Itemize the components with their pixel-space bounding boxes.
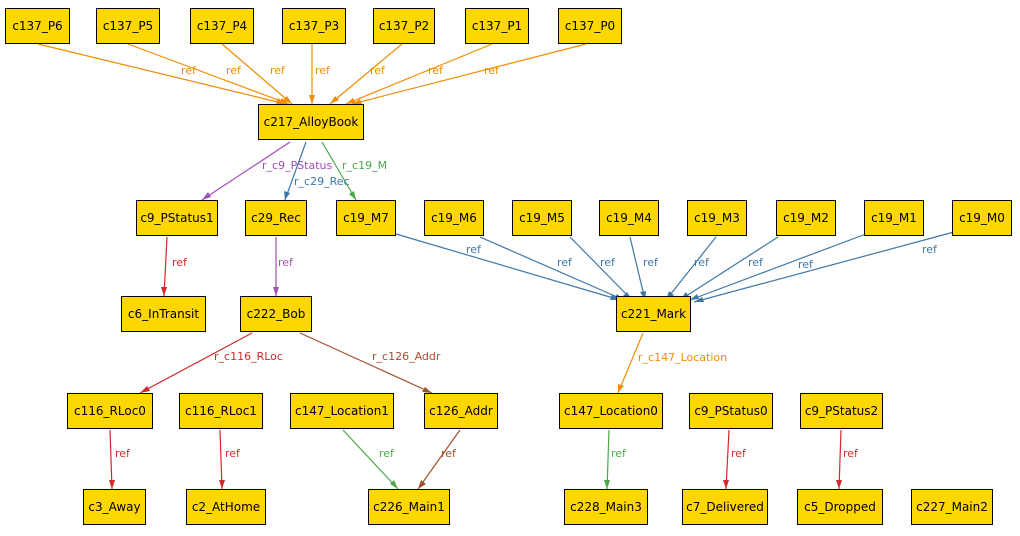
edge-label-ref: ref: [843, 447, 859, 460]
edge-label-ref: ref: [172, 256, 188, 269]
node-c19-m1[interactable]: c19_M1: [864, 200, 924, 236]
node-c137-p3[interactable]: c137_P3: [282, 8, 346, 44]
node-c116-rloc1[interactable]: c116_RLoc1: [179, 393, 263, 429]
edge-label-r-c126-addr: r_c126_Addr: [372, 350, 441, 363]
edge-rloc1-athome: ref: [219, 429, 241, 490]
node-c19-m6[interactable]: c19_M6: [424, 200, 484, 236]
node-c29-rec[interactable]: c29_Rec: [245, 200, 307, 236]
edge-label-ref: ref: [181, 64, 197, 77]
node-c221-mark[interactable]: c221_Mark: [616, 296, 691, 332]
edge-location0-main3: ref: [604, 429, 627, 490]
edge-label-ref: ref: [370, 64, 386, 77]
edge-label-ref: ref: [600, 256, 616, 269]
edge-location1-main1: ref: [342, 429, 399, 490]
node-c226-main1[interactable]: c226_Main1: [368, 489, 450, 525]
edge-pstatus0-delivered: ref: [723, 429, 747, 490]
node-c19-m4[interactable]: c19_M4: [599, 200, 659, 236]
edge-label-ref: ref: [278, 256, 294, 269]
node-c137-p4[interactable]: c137_P4: [190, 8, 254, 44]
node-c217-alloybook[interactable]: c217_AlloyBook: [258, 104, 364, 140]
edge-c137-p6: ref: [37, 43, 287, 105]
edge-c137-p2: ref: [329, 43, 403, 105]
edge-label-ref: ref: [694, 256, 710, 269]
edge-label-ref: ref: [225, 447, 241, 460]
node-c19-m3[interactable]: c19_M3: [687, 200, 747, 236]
edge-label-ref: ref: [441, 447, 457, 460]
edge-rec-bob: ref: [273, 237, 294, 296]
edge-bob-rloc0: r_c116_RLoc: [139, 332, 283, 394]
edge-label-ref: ref: [557, 256, 573, 269]
edge-label-ref: ref: [484, 64, 500, 77]
edge-c137-p1: ref: [345, 43, 493, 105]
node-c116-rloc0[interactable]: c116_RLoc0: [67, 393, 153, 429]
edge-label-ref: ref: [466, 243, 482, 256]
node-c9-pstatus2[interactable]: c9_PStatus2: [800, 393, 883, 429]
edge-c19-m7: ref: [395, 233, 621, 301]
edge-label-ref: ref: [611, 447, 627, 460]
node-c228-main3[interactable]: c228_Main3: [564, 489, 648, 525]
edge-bob-addr: r_c126_Addr: [299, 332, 441, 394]
node-c227-main2[interactable]: c227_Main2: [911, 489, 993, 525]
node-c19-m0[interactable]: c19_M0: [952, 200, 1012, 236]
node-c137-p0[interactable]: c137_P0: [558, 8, 622, 44]
node-c126-addr[interactable]: c126_Addr: [424, 393, 498, 429]
edge-label-ref: ref: [643, 256, 659, 269]
edge-label-ref: ref: [315, 64, 331, 77]
node-c137-p2[interactable]: c137_P2: [373, 8, 435, 44]
edge-m: r_c19_M: [321, 141, 387, 201]
edge-label-ref: ref: [226, 64, 242, 77]
node-c5-dropped[interactable]: c5_Dropped: [797, 489, 883, 525]
edge-label-r-c19-m: r_c19_M: [342, 159, 387, 172]
node-c137-p6[interactable]: c137_P6: [5, 8, 70, 44]
edge-c137-p0: ref: [351, 43, 587, 105]
edge-c137-p5: ref: [127, 43, 290, 105]
node-c19-m5[interactable]: c19_M5: [512, 200, 572, 236]
edge-label-r-c147-location: r_c147_Location: [638, 351, 727, 364]
node-c137-p5[interactable]: c137_P5: [96, 8, 160, 44]
edge-addr-main1: ref: [417, 429, 461, 490]
edge-pstatus2-dropped: ref: [836, 429, 859, 490]
edge-label-ref: ref: [428, 64, 444, 77]
edge-mark-location0: r_c147_Location: [617, 332, 727, 394]
edge-rloc0-away: ref: [109, 429, 131, 490]
node-c6-intransit[interactable]: c6_InTransit: [121, 296, 206, 332]
node-c19-m2[interactable]: c19_M2: [776, 200, 836, 236]
node-c19-m7[interactable]: c19_M7: [336, 200, 396, 236]
edge-c19-m4: ref: [629, 236, 659, 301]
node-c137-p1[interactable]: c137_P1: [465, 8, 529, 44]
node-c2-athome[interactable]: c2_AtHome: [186, 489, 266, 525]
edge-label-r-c29-rec: r_c29_Rec: [294, 175, 350, 188]
edge-label-ref: ref: [798, 258, 814, 271]
node-c147-location0[interactable]: c147_Location0: [559, 393, 663, 429]
edge-label-ref: ref: [379, 447, 395, 460]
edge-label-ref: ref: [922, 243, 938, 256]
edge-label-r-c116-rloc: r_c116_RLoc: [214, 350, 283, 363]
edge-pstatus: r_c9_PStatus: [201, 141, 333, 201]
edge-c137-p3: ref: [309, 44, 331, 104]
edge-c19-m1: ref: [689, 233, 867, 301]
edge-label-ref: ref: [270, 64, 286, 77]
edge-label-ref: ref: [115, 447, 131, 460]
node-c147-location1[interactable]: c147_Location1: [290, 393, 394, 429]
node-c9-pstatus1[interactable]: c9_PStatus1: [136, 200, 218, 236]
edge-c19-m3: ref: [665, 236, 717, 301]
edge-label-ref: ref: [748, 256, 764, 269]
edge-label-ref: ref: [731, 447, 747, 460]
node-c3-away[interactable]: c3_Away: [83, 489, 146, 525]
edge-rec: r_c29_Rec: [284, 141, 350, 201]
node-c222-bob[interactable]: c222_Bob: [240, 296, 312, 332]
edge-pstatus1-intransit: ref: [161, 236, 188, 297]
edge-c137-p4: ref: [221, 43, 293, 105]
node-c7-delivered[interactable]: c7_Delivered: [682, 489, 768, 525]
edge-c19-m0: ref: [693, 231, 955, 303]
node-c9-pstatus0[interactable]: c9_PStatus0: [689, 393, 773, 429]
